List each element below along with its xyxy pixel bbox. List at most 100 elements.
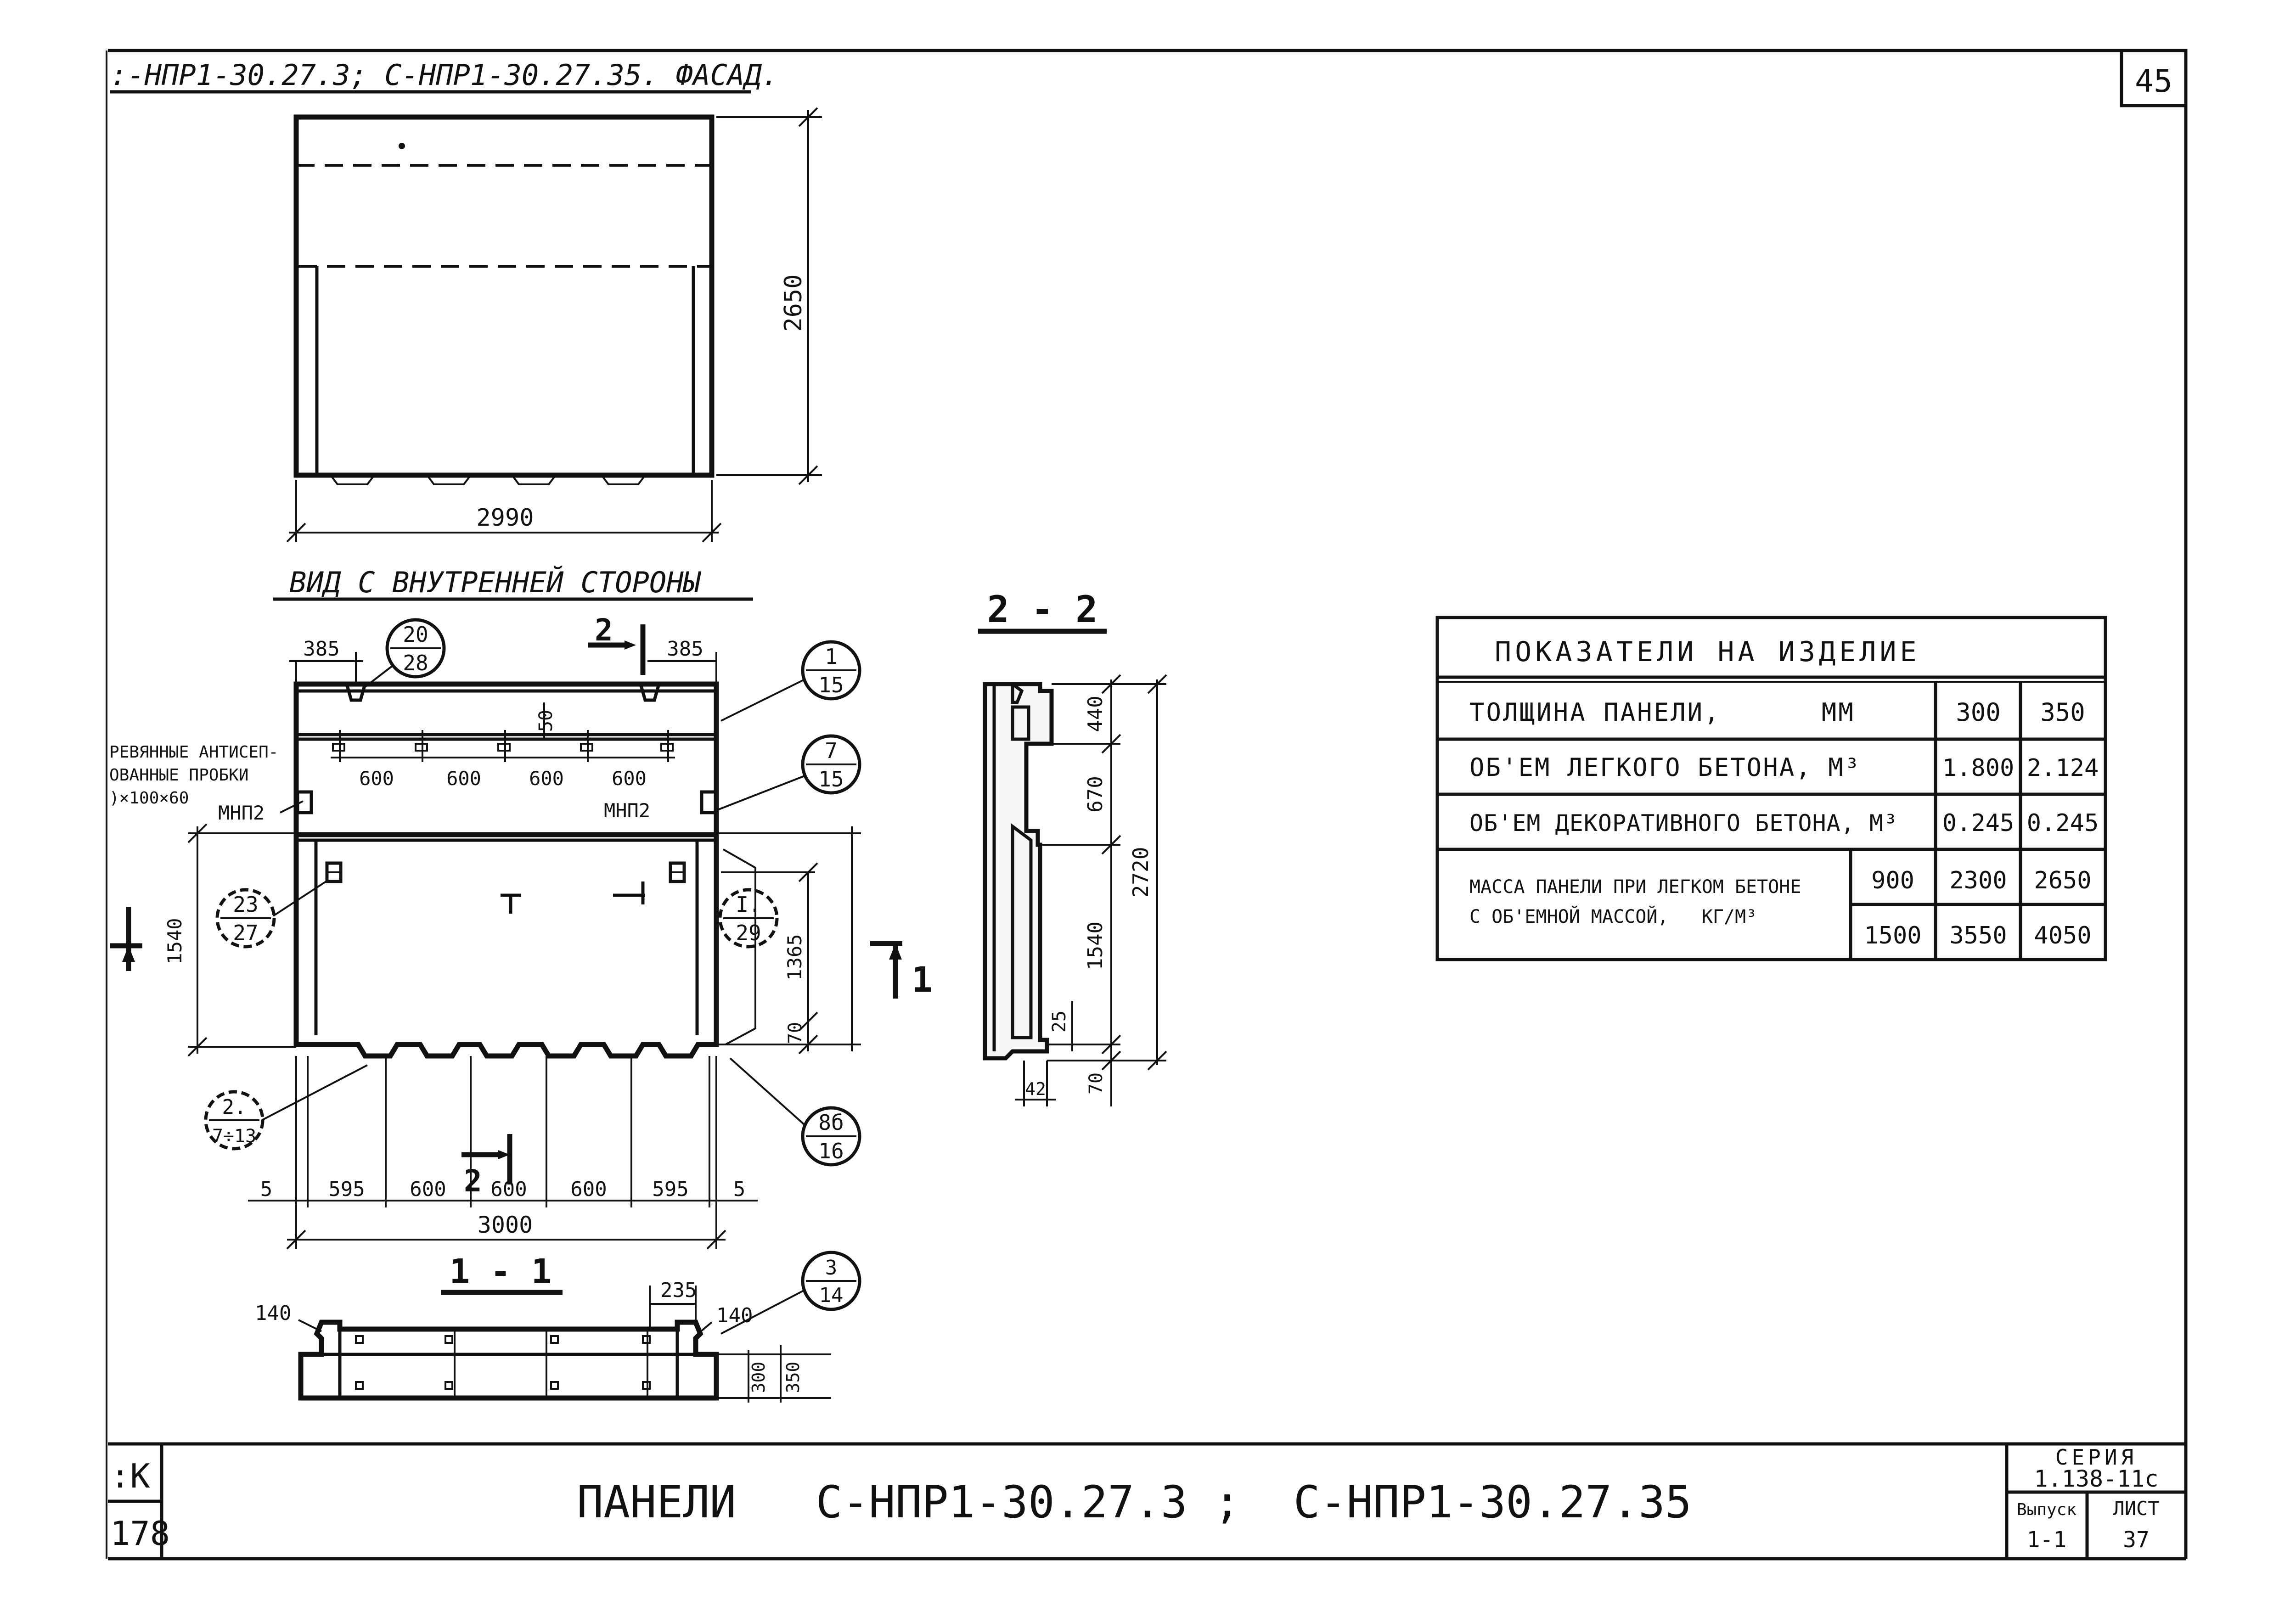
facade-title: :-НПР1-30.27.3; С-НПР1-30.27.35. ФАСАД. — [110, 58, 779, 92]
callout-3-14: 3 14 — [720, 1251, 861, 1335]
mass-900-300: 2300 — [1949, 867, 2007, 894]
decor-concrete-300: 0.245 — [1942, 809, 2015, 837]
svg-text:28: 28 — [403, 651, 428, 675]
dim-top-right: 385 — [667, 637, 703, 661]
dim-total-3000: 3000 — [478, 1212, 533, 1238]
main-title: ПАНЕЛИ С-НПР1-30.27.3 ; С-НПР1-30.27.35 — [577, 1476, 1691, 1528]
svg-text:1: 1 — [825, 644, 838, 669]
section-2-2-title: 2 - 2 — [987, 588, 1098, 631]
inner-view-title: ВИД С ВНУТРЕННЕЙ СТОРОНЫ — [289, 565, 702, 599]
dim-bottom-600-c: 600 — [570, 1178, 607, 1201]
note-line-3: )×100×60 — [109, 789, 189, 808]
series-label: СЕРИЯ — [2055, 1445, 2137, 1470]
title-block: :K 178 ПАНЕЛИ С-НПР1-30.27.3 ; С-НПР1-30… — [110, 1444, 2186, 1559]
svg-text:15: 15 — [818, 767, 844, 792]
callout-1-15: 1 15 — [720, 640, 861, 722]
svg-text:7: 7 — [825, 738, 838, 763]
dim-bottom-595-right: 595 — [652, 1178, 688, 1201]
decor-concrete-label: ОБ'ЕМ ДЕКОРАТИВНОГО БЕТОНА, М³ — [1469, 810, 1898, 836]
svg-text:2.: 2. — [222, 1095, 247, 1119]
dim-top-left: 385 — [303, 637, 339, 661]
svg-text:3: 3 — [825, 1256, 838, 1280]
note-line-1: РЕВЯННЫЕ АНТИСЕП- — [109, 743, 278, 762]
section-1-1-title: 1 - 1 — [450, 1252, 552, 1291]
mass-label-line-1: МАССА ПАНЕЛИ ПРИ ЛЕГКОМ БЕТОНЕ — [1469, 876, 1801, 898]
dim-42: 42 — [1025, 1079, 1046, 1099]
callout-8b-16: 8б 16 — [729, 1057, 861, 1167]
dim-70: 70 — [785, 1022, 806, 1044]
svg-text:27: 27 — [233, 921, 258, 945]
dim-2720: 2720 — [1128, 847, 1153, 898]
dim-600-b: 600 — [446, 767, 481, 790]
facade-view: :-НПР1-30.27.3; С-НПР1-30.27.35. ФАСАД. … — [110, 58, 822, 543]
facade-dim-height: 2650 — [780, 274, 807, 331]
section-2-2: 2 - 2 440 670 1540 2720 25 42 70 — [978, 588, 1167, 1106]
svg-text:23: 23 — [233, 892, 258, 917]
sheet-value: 37 — [2123, 1527, 2150, 1553]
dim-235: 235 — [660, 1279, 697, 1302]
dim-300: 300 — [748, 1362, 769, 1393]
mass-1500-350: 4050 — [2034, 922, 2091, 949]
dim-600-c: 600 — [529, 767, 564, 790]
section-mark-2-bottom: 2 — [464, 1163, 482, 1199]
light-concrete-label: ОБ'ЕМ ЛЕГКОГО БЕТОНА, М³ — [1469, 753, 1861, 782]
callout-2-7-13: 2. 7÷13 — [204, 1064, 368, 1151]
dim-670: 670 — [1084, 776, 1107, 812]
thickness-350: 350 — [2040, 698, 2085, 727]
section-1-1: 1 - 1 140 235 140 300 350 3 14 — [255, 1251, 861, 1403]
svg-text:16: 16 — [818, 1139, 844, 1163]
indicators-title: ПОКАЗАТЕЛИ НА ИЗДЕЛИЕ — [1495, 636, 1920, 668]
title-block-left-top: :K — [110, 1457, 150, 1495]
section-mark-2-top: 2 — [595, 612, 613, 648]
sheet-frame: 45 — [106, 49, 2188, 1561]
dim-25: 25 — [1049, 1011, 1070, 1033]
dim-440: 440 — [1084, 696, 1107, 732]
dim-bottom-600-a: 600 — [410, 1178, 446, 1201]
mnp2-right: МНП2 — [604, 799, 650, 822]
svg-text:20: 20 — [403, 622, 428, 647]
dim-1540-left: 1540 — [163, 918, 186, 964]
light-concrete-350: 2.124 — [2027, 754, 2099, 782]
facade-panel — [293, 114, 715, 478]
dim-140-right: 140 — [716, 1304, 753, 1327]
dim-bottom-5-right: 5 — [733, 1178, 746, 1201]
mass-label-line-2: С ОБ'ЕМНОЙ МАССОЙ, КГ/М³ — [1469, 905, 1757, 927]
dim-50: 50 — [535, 710, 557, 732]
indicators-table: ПОКАЗАТЕЛИ НА ИЗДЕЛИЕ ТОЛЩИНА ПАНЕЛИ, ММ… — [1435, 616, 2107, 961]
svg-text:8б: 8б — [818, 1110, 844, 1135]
issue-value: 1-1 — [2027, 1527, 2067, 1553]
thickness-300: 300 — [1956, 698, 2001, 727]
sheet-label: ЛИСТ — [2113, 1497, 2159, 1520]
svg-text:14: 14 — [819, 1284, 844, 1307]
facade-dim-width: 2990 — [476, 504, 534, 532]
dim-600-d: 600 — [612, 767, 647, 790]
note-line-2: ОВАННЫЕ ПРОБКИ — [109, 766, 248, 785]
dim-70-section: 70 — [1086, 1072, 1107, 1095]
dim-bottom-5-left: 5 — [260, 1178, 273, 1201]
inner-view: ВИД С ВНУТРЕННЕЙ СТОРОНЫ 385 385 — [109, 565, 933, 1250]
thickness-label: ТОЛЩИНА ПАНЕЛИ, ММ — [1469, 698, 1855, 727]
mass-density-1500: 1500 — [1864, 922, 1921, 949]
svg-text:15: 15 — [818, 673, 844, 697]
mass-density-900: 900 — [1871, 867, 1914, 894]
dim-350: 350 — [783, 1362, 803, 1393]
mnp2-left: МНП2 — [218, 802, 264, 824]
sheet-number-box — [2120, 49, 2188, 107]
dim-600-a: 600 — [359, 767, 394, 790]
dim-1540-section: 1540 — [1084, 921, 1107, 970]
series-value: 1.138-11с — [2034, 1465, 2159, 1492]
decor-concrete-350: 0.245 — [2027, 809, 2099, 837]
dim-bottom-595-left: 595 — [328, 1178, 365, 1201]
callout-20-28: 20 28 — [362, 618, 446, 690]
mass-1500-300: 3550 — [1949, 922, 2007, 949]
title-block-left-bottom: 178 — [110, 1514, 170, 1553]
light-concrete-300: 1.800 — [1942, 754, 2015, 782]
dim-1365: 1365 — [783, 934, 806, 980]
svg-text:29: 29 — [736, 921, 761, 945]
callout-7-15: 7 15 — [716, 734, 861, 811]
callout-23-27: 23 27 — [215, 881, 327, 949]
dim-140-left: 140 — [255, 1302, 291, 1325]
section-mark-1-right: 1 — [912, 959, 933, 1000]
mass-900-350: 2650 — [2034, 867, 2091, 894]
